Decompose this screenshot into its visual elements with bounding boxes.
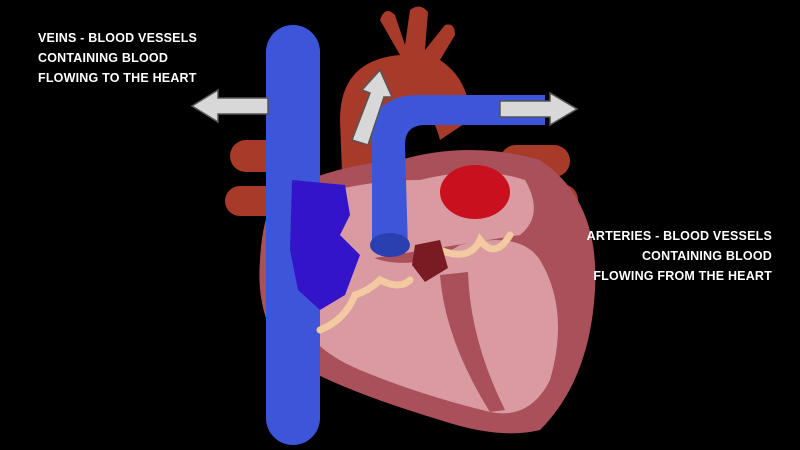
- tricuspid-valve: [316, 275, 414, 334]
- pulmonary-valve-opening: [370, 233, 410, 257]
- arteries-caption-line: ARTERIES - BLOOD VESSELS: [586, 229, 772, 243]
- arrow-right-icon: [499, 91, 579, 127]
- veins-caption-line: VEINS - BLOOD VESSELS: [38, 31, 198, 45]
- arteries-caption-line: CONTAINING BLOOD: [641, 249, 772, 263]
- aortic-valve: [412, 240, 448, 282]
- arteries-caption-line: FLOWING FROM THE HEART: [593, 269, 772, 283]
- mitral-valve: [436, 231, 514, 258]
- left-atrium: [440, 165, 510, 219]
- arrow-left-icon: [190, 88, 269, 124]
- veins-caption: VEINS - BLOOD VESSELS CONTAINING BLOOD F…: [38, 28, 197, 88]
- arteries-caption: ARTERIES - BLOOD VESSELS CONTAINING BLOO…: [587, 226, 772, 286]
- arrow-up-icon: [351, 68, 394, 146]
- veins-caption-line: CONTAINING BLOOD: [38, 51, 169, 65]
- veins-caption-line: FLOWING TO THE HEART: [38, 71, 197, 85]
- ventricle-inner: [295, 240, 558, 414]
- right-atrium: [290, 180, 360, 310]
- septum: [440, 272, 505, 412]
